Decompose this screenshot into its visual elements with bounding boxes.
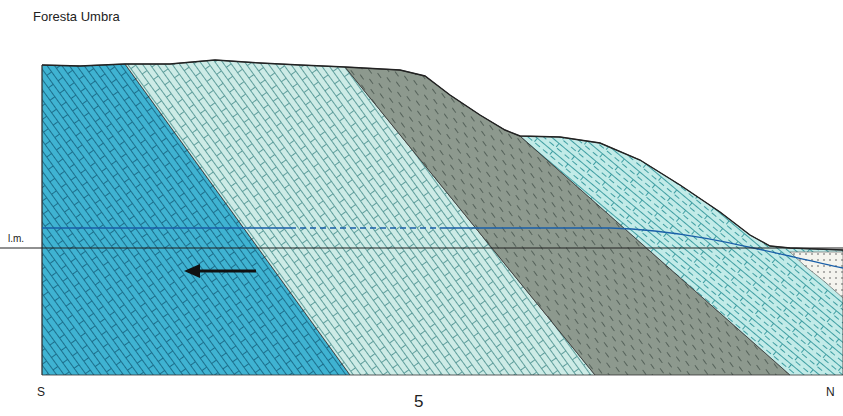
flow-arrow-head [184,264,200,278]
figure-number: 5 [414,393,423,410]
direction-label: N [826,386,835,398]
sea-level-line [0,248,843,249]
water-table [42,227,290,228]
sea-level-label: l.m. [7,234,25,244]
limestone-layer [520,136,843,375]
topographic-profile [42,60,843,250]
flow-arrow [198,270,256,273]
sediment-deposit [790,252,843,298]
direction-label: S [37,386,45,398]
water-table [290,227,440,228]
section-title: Foresta Umbra [33,10,120,23]
section-edge [42,65,43,375]
